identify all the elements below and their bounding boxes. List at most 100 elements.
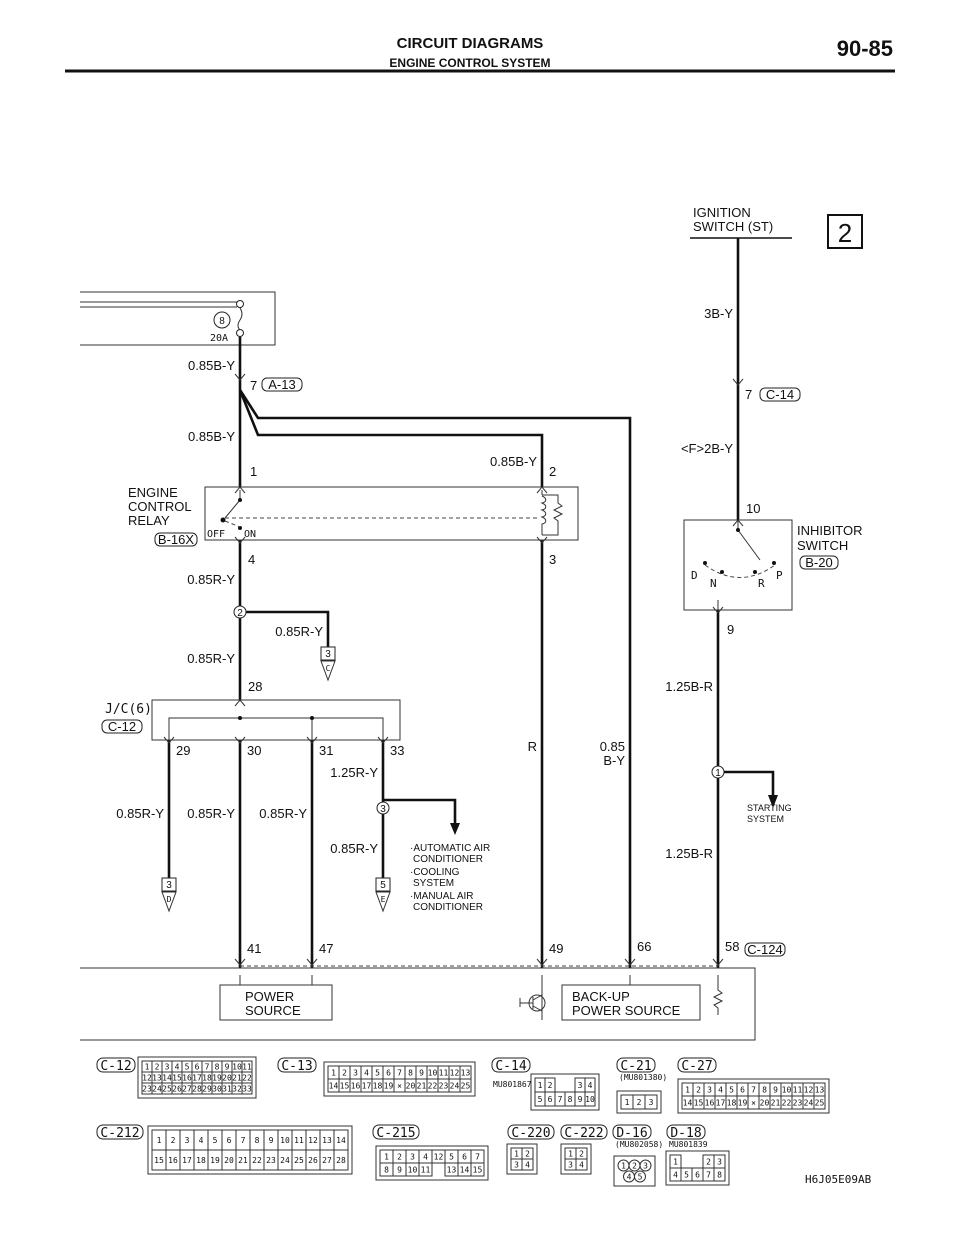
pin-label: 7: [751, 1086, 756, 1095]
pin-label: 24: [152, 1085, 162, 1094]
wires: [167, 238, 778, 968]
pin-label: 21: [238, 1156, 248, 1165]
pin-label: 13: [322, 1136, 332, 1145]
pin-label: 24: [450, 1082, 460, 1091]
pin-label: 25: [461, 1082, 471, 1091]
connector-label: D-18: [670, 1126, 701, 1141]
wire-label: 1.25B-R: [665, 679, 713, 694]
pin-label: 18: [373, 1082, 383, 1091]
pin-label: 19: [210, 1156, 220, 1165]
pin-label: ×: [397, 1082, 402, 1091]
pin-label: 9: [269, 1136, 274, 1145]
pin-label: 3: [568, 1161, 573, 1170]
pin-label: 3: [717, 1158, 722, 1167]
pin-label: ×: [751, 1099, 756, 1108]
pin-number: 10: [746, 501, 760, 516]
destination-text: ·MANUAL AIR: [410, 891, 474, 902]
power-source-label: POWER: [245, 989, 294, 1004]
destination-text: CONDITIONER: [413, 902, 483, 913]
terminal-chevron: [234, 958, 246, 966]
pin-label: 21: [417, 1082, 427, 1091]
pin-label: 19: [384, 1082, 394, 1091]
connector-id: C-12: [108, 719, 136, 734]
pin-label: 3: [165, 1063, 170, 1072]
starting-text: SYSTEM: [747, 814, 784, 824]
destination-text: ·COOLING: [410, 867, 460, 878]
pin-label: 20: [222, 1074, 232, 1083]
pin-label: 4: [199, 1136, 204, 1145]
pin-label: 1: [157, 1136, 162, 1145]
pin-label: 3: [353, 1069, 358, 1078]
pin-label: 11: [242, 1063, 252, 1072]
pin-label: 12: [450, 1069, 460, 1078]
pin-label: 1: [673, 1158, 678, 1167]
pin-label: 2: [706, 1158, 711, 1167]
pin-label: 21: [232, 1074, 242, 1083]
pin-label: 20: [224, 1156, 234, 1165]
pin-label: 16: [705, 1099, 715, 1108]
pin-number: 33: [390, 743, 404, 758]
pin-label: 20: [760, 1099, 770, 1108]
pin-label: 10: [428, 1069, 438, 1078]
pin-label: 9: [578, 1095, 583, 1104]
pin-label: 7: [397, 1069, 402, 1078]
wire-label: 3B-Y: [704, 306, 733, 321]
pin-label: 1: [568, 1150, 573, 1159]
wire-label: 1.25B-R: [665, 846, 713, 861]
pin-label: 2: [632, 1162, 637, 1171]
wire-label: 0.85R-Y: [259, 806, 307, 821]
backup-power-label: BACK-UP: [572, 989, 630, 1004]
pin-number: 29: [176, 743, 190, 758]
pin-label: 3: [410, 1153, 415, 1162]
offpage-letter: D: [167, 895, 172, 904]
connector-id: C-124: [747, 942, 782, 957]
power-source-label: SOURCE: [245, 1003, 301, 1018]
pin-label: 6: [695, 1171, 700, 1180]
pin-label: 4: [673, 1171, 678, 1180]
relay-off-label: OFF: [207, 529, 225, 540]
section-title: CIRCUIT DIAGRAMS: [397, 35, 544, 52]
page-number: 90-85: [837, 36, 893, 61]
part-number: (MU801380): [619, 1073, 667, 1082]
terminal-chevron: [624, 958, 636, 966]
pin-number: 7: [250, 378, 257, 393]
pin-label: 5: [375, 1069, 380, 1078]
pin-label: 17: [362, 1082, 372, 1091]
pin-label: 22: [428, 1082, 438, 1091]
pin-label: 11: [294, 1136, 304, 1145]
ignition-label: IGNITION: [693, 205, 751, 220]
wire-label: 0.85R-Y: [187, 572, 235, 587]
joint-connector: J/C(6): [105, 699, 401, 741]
relay-on-label: ON: [244, 529, 256, 540]
pin-label: 26: [308, 1156, 318, 1165]
connector-label: C-21: [620, 1059, 651, 1074]
jc-label: J/C(6): [105, 702, 152, 717]
connector-id: B-16X: [158, 532, 194, 547]
pin-label: 3: [185, 1136, 190, 1145]
backup-power-label: POWER SOURCE: [572, 1003, 681, 1018]
pin-label: 2: [548, 1081, 553, 1090]
pin-label: 25: [162, 1085, 172, 1094]
pin-number: 1: [250, 464, 257, 479]
connector-label: C-14: [495, 1059, 526, 1074]
terminal-chevron: [234, 536, 246, 544]
pin-label: 27: [322, 1156, 332, 1165]
connector-label: C-27: [681, 1059, 712, 1074]
pin-label: 16: [182, 1074, 192, 1083]
pin-label: 7: [475, 1153, 480, 1162]
pin-label: 28: [192, 1085, 202, 1094]
connector-tag: [744, 942, 786, 957]
wire-label: 0.85B-Y: [188, 429, 235, 444]
pin-label: 2: [696, 1086, 701, 1095]
pin-number: 41: [247, 941, 261, 956]
pin-label: 11: [439, 1069, 449, 1078]
pin-label: 8: [384, 1166, 389, 1175]
wire-label: B-Y: [603, 753, 625, 768]
pin-label: 25: [815, 1099, 825, 1108]
pin-label: 22: [242, 1074, 252, 1083]
pin-label: 23: [142, 1085, 152, 1094]
pin-label: 2: [579, 1150, 584, 1159]
wire-label: 0.85R-Y: [275, 624, 323, 639]
pin-label: 4: [423, 1153, 428, 1162]
